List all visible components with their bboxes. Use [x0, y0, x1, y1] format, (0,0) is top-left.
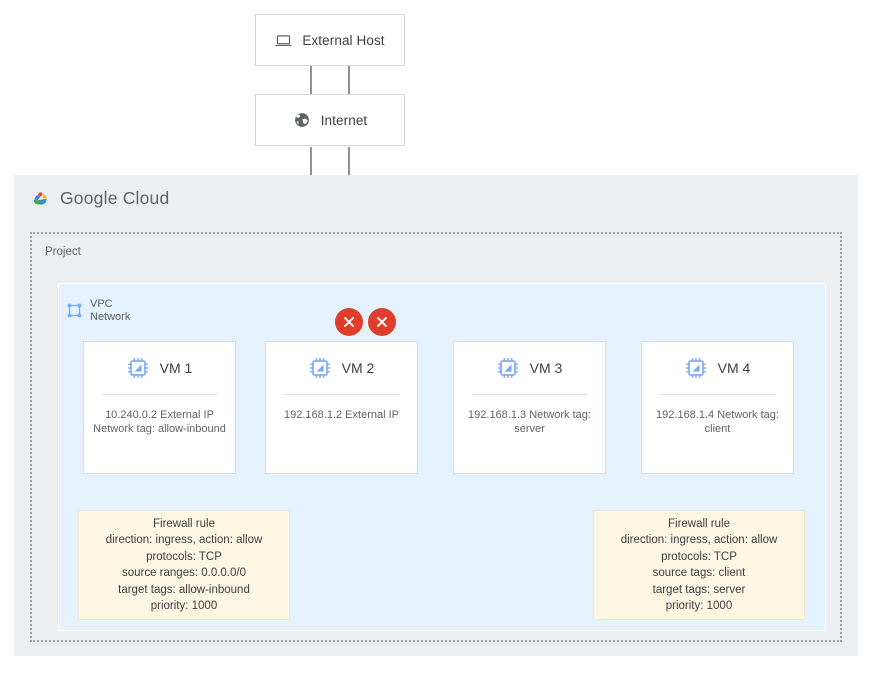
vm-card-1[interactable]: VM 1 10.240.0.2 External IP Network tag:…: [83, 341, 236, 474]
vm-3-divider: [472, 394, 587, 395]
cpu-chip-icon: [309, 357, 331, 379]
cpu-chip-icon: [127, 357, 149, 379]
vm-2-meta: 192.168.1.2 External IP: [284, 409, 399, 421]
vm-card-2[interactable]: VM 2 192.168.1.2 External IP: [265, 341, 418, 474]
external-host-node[interactable]: External Host: [255, 14, 405, 66]
vm-1-divider: [102, 394, 217, 395]
vm-2-divider: [284, 394, 399, 395]
vpc-line2: Network: [90, 310, 131, 323]
vm-1-name: VM 1: [159, 360, 193, 376]
internet-node[interactable]: Internet: [255, 94, 405, 146]
vm-4-name: VM 4: [717, 360, 751, 376]
google-cloud-wordmark: Google Cloud: [60, 188, 169, 209]
firewall-rule-note-right: Firewall rule direction: ingress, action…: [593, 510, 805, 620]
vm-card-3[interactable]: VM 3 192.168.1.3 Network tag: server: [453, 341, 606, 474]
vm-2-name: VM 2: [341, 360, 375, 376]
wire-host-to-internet: [310, 66, 350, 94]
cpu-chip-icon: [685, 357, 707, 379]
vpc-network-icon: [66, 302, 83, 319]
vm-4-meta: 192.168.1.4 Network tag: client: [656, 409, 779, 435]
external-host-label: External Host: [302, 32, 385, 48]
vm-3-meta: 192.168.1.3 Network tag: server: [468, 409, 591, 435]
firewall-rule-note-left: Firewall rule direction: ingress, action…: [78, 510, 290, 620]
vm-3-header: VM 3: [454, 342, 605, 394]
deny-marker-vm2: [335, 308, 363, 336]
vm-4-header: VM 4: [642, 342, 793, 394]
globe-icon: [293, 111, 311, 129]
project-label: Project: [45, 246, 81, 258]
google-cloud-brand: Google Cloud: [30, 188, 169, 209]
firewall-rule-right-text: Firewall rule direction: ingress, action…: [620, 517, 778, 613]
vm-4-divider: [660, 394, 775, 395]
vm-1-meta: 10.240.0.2 External IP Network tag: allo…: [93, 409, 226, 435]
cpu-chip-icon: [497, 357, 519, 379]
vm-3-name: VM 3: [529, 360, 563, 376]
laptop-icon: [275, 32, 292, 49]
google-cloud-logo: [30, 188, 51, 209]
vm-card-4[interactable]: VM 4 192.168.1.4 Network tag: client: [641, 341, 794, 474]
internet-label: Internet: [320, 112, 368, 128]
vm-2-header: VM 2: [266, 342, 417, 394]
deny-marker-vm3: [368, 308, 396, 336]
project-container: [30, 232, 842, 642]
vpc-line1: VPC: [90, 298, 113, 310]
brand-cloud: Cloud: [122, 188, 170, 208]
brand-google: Google: [60, 188, 118, 208]
firewall-rule-left-text: Firewall rule direction: ingress, action…: [105, 517, 263, 613]
vm-1-header: VM 1: [84, 342, 235, 394]
